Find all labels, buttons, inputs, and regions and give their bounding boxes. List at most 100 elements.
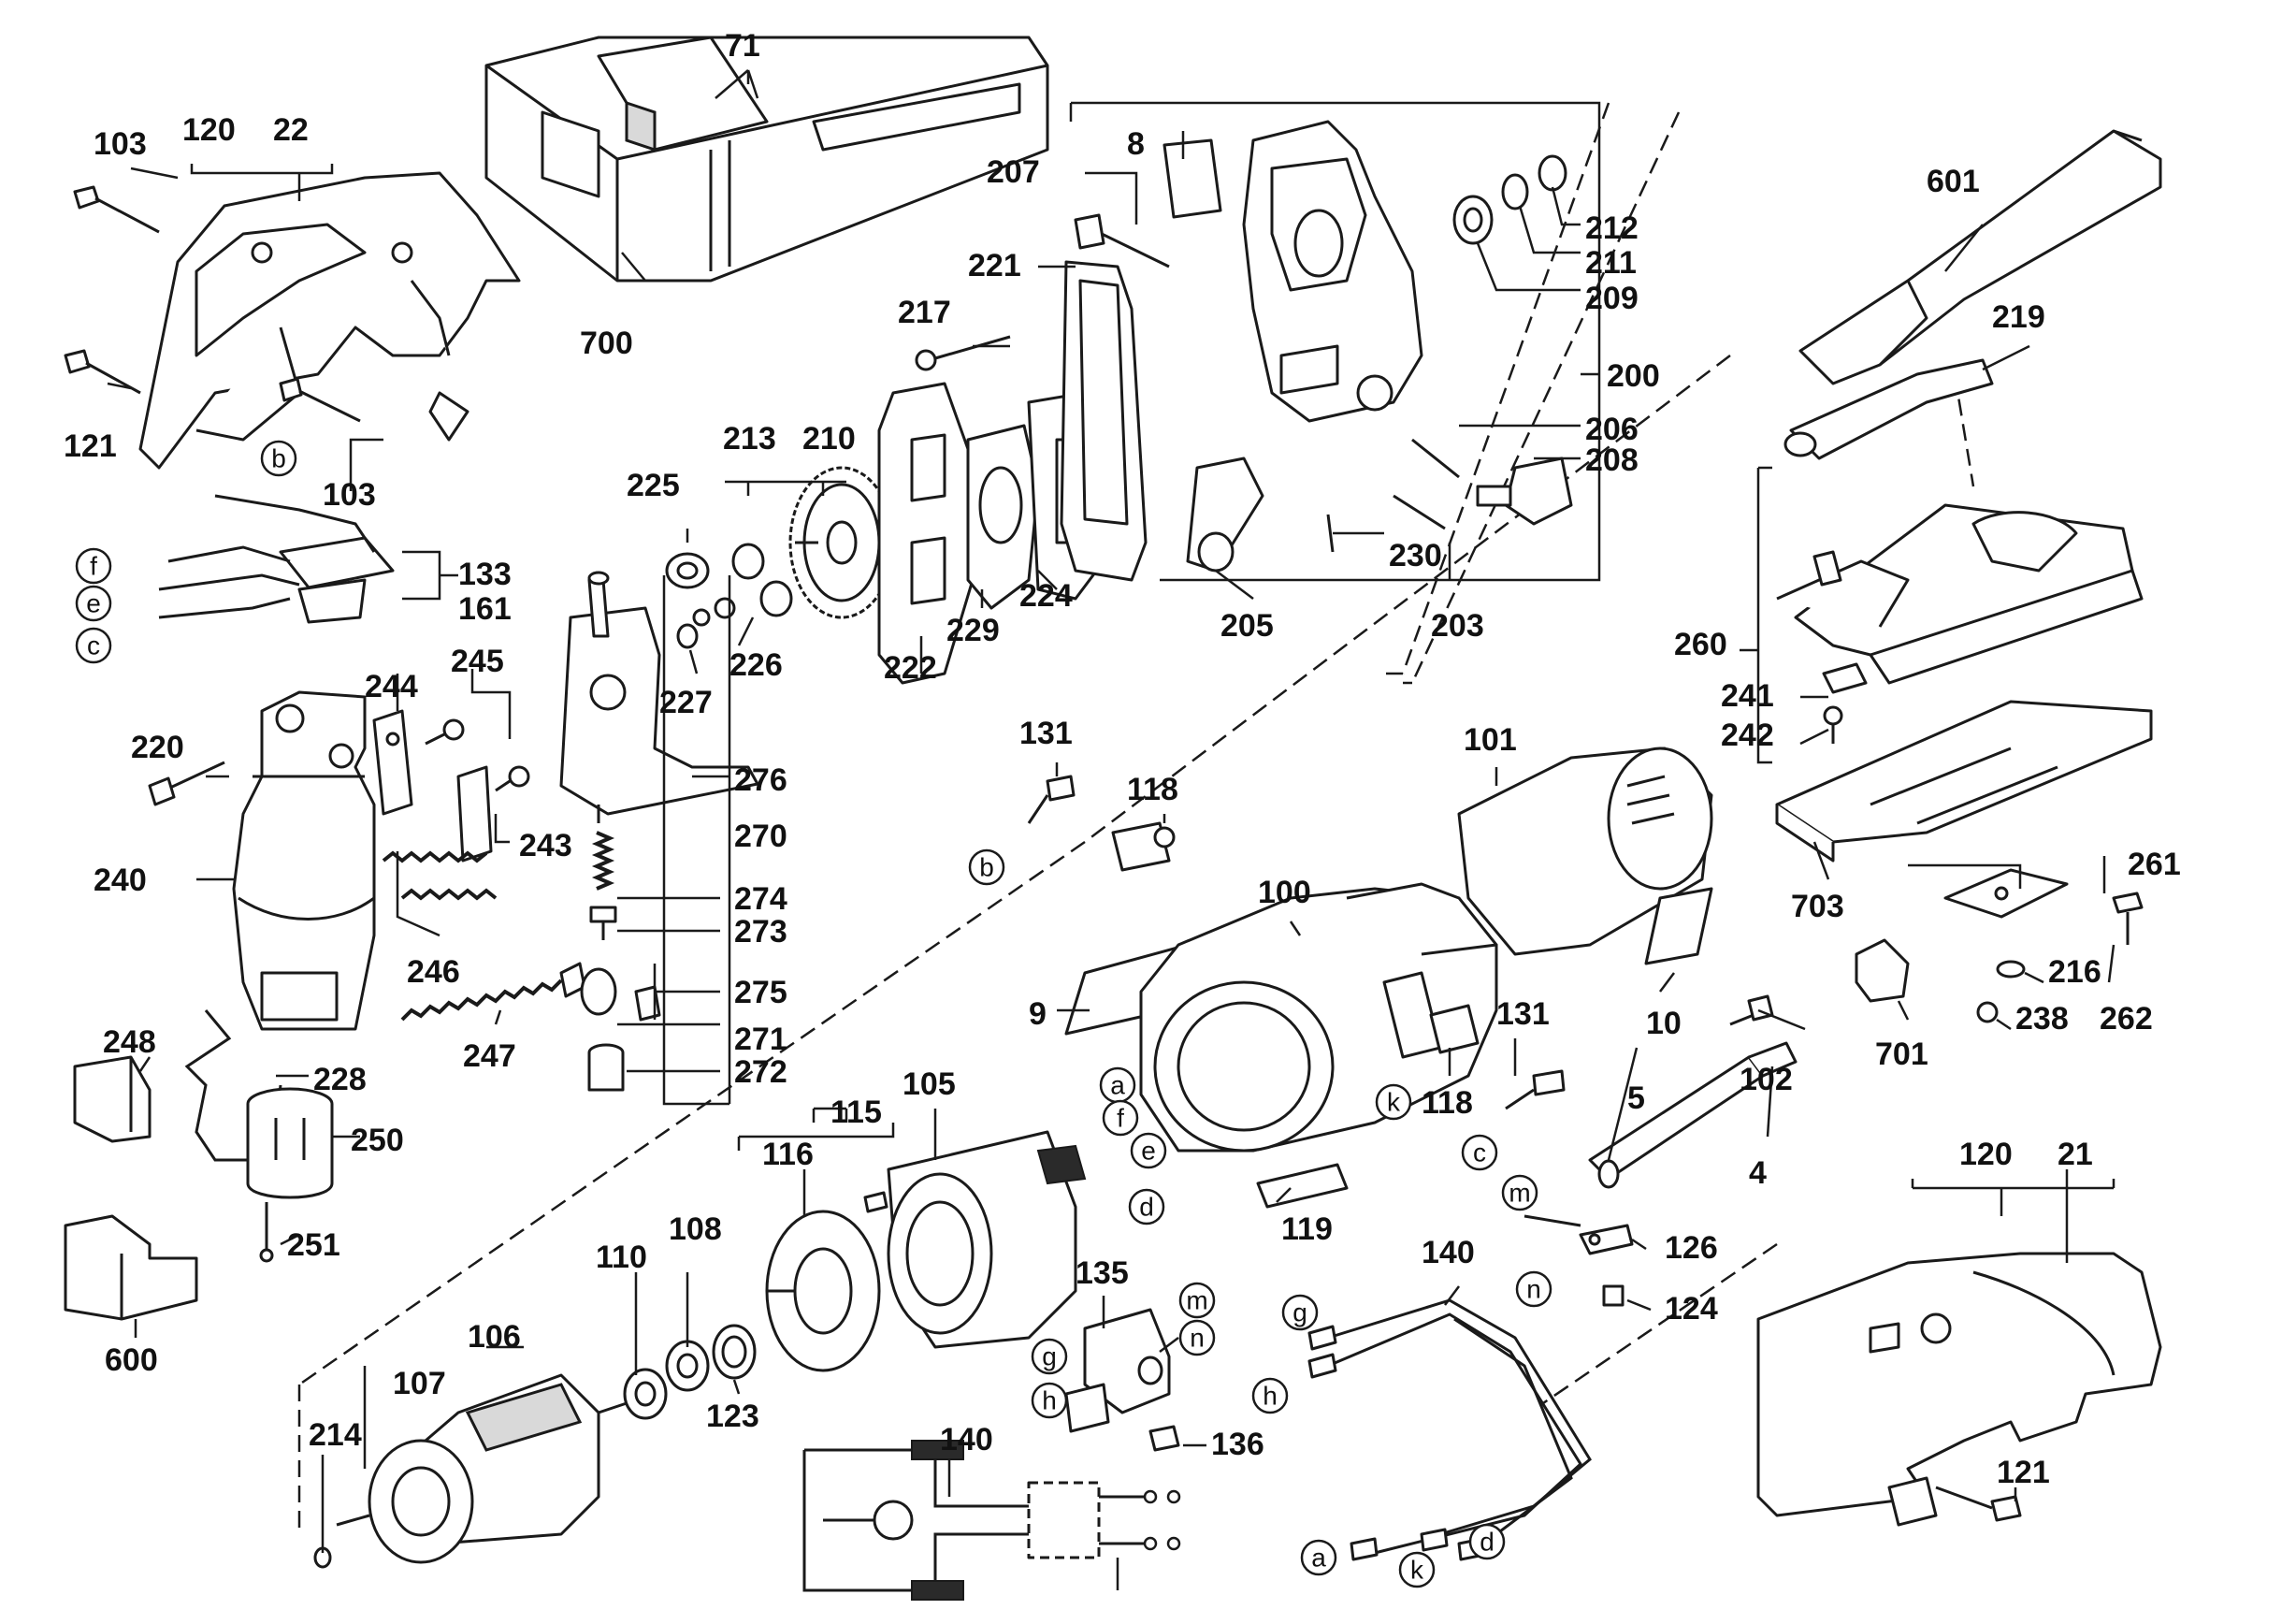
callout-214: 214 xyxy=(309,1417,362,1453)
callout-221: 221 xyxy=(968,248,1021,283)
callout-243: 243 xyxy=(519,828,572,863)
circlip-212 xyxy=(1538,154,1567,192)
callout-101: 101 xyxy=(1464,722,1517,758)
connector-d1: d xyxy=(1128,1188,1165,1225)
connector-d2-label: d xyxy=(1480,1528,1495,1557)
callout-21: 21 xyxy=(2058,1137,2093,1172)
bolt-262 xyxy=(2112,892,2144,945)
callout-119: 119 xyxy=(1281,1211,1333,1247)
screw-217 xyxy=(915,335,1011,371)
callout-205: 205 xyxy=(1220,608,1274,644)
connector-h2-label: h xyxy=(1263,1382,1278,1411)
callout-225: 225 xyxy=(627,468,680,503)
callout-212: 212 xyxy=(1585,210,1639,246)
connector-a2: a xyxy=(1300,1539,1337,1576)
retainer-123 xyxy=(712,1324,757,1380)
callout-103a: 103 xyxy=(94,126,147,162)
connector-e2: e xyxy=(1130,1132,1167,1169)
callouts: 71 103 120 22 121 103 700 8 207 221 217 … xyxy=(64,28,2181,1490)
screw-273 xyxy=(589,906,617,940)
connector-f1: f xyxy=(75,547,112,585)
callout-261: 261 xyxy=(2128,847,2181,882)
callout-227: 227 xyxy=(659,685,713,720)
pin-115 xyxy=(863,1191,888,1213)
callout-213: 213 xyxy=(723,421,776,457)
spring-274 xyxy=(591,831,615,891)
plate-244 xyxy=(372,709,413,816)
screw-238 xyxy=(1976,1001,1999,1023)
connector-g2: g xyxy=(1281,1294,1319,1331)
connector-h1: h xyxy=(1031,1382,1068,1419)
callout-270: 270 xyxy=(734,819,787,854)
callout-274: 274 xyxy=(734,881,787,917)
connector-n1: n xyxy=(1178,1319,1216,1356)
bearing-110 xyxy=(623,1368,668,1420)
callout-115: 115 xyxy=(830,1095,882,1130)
callout-262: 262 xyxy=(2100,1001,2153,1037)
callout-600: 600 xyxy=(105,1342,158,1378)
callout-276: 276 xyxy=(734,762,787,798)
connector-g1: g xyxy=(1031,1338,1068,1375)
motor-cover-101 xyxy=(1457,747,1713,956)
connector-m1-label: m xyxy=(1186,1286,1207,1315)
connector-e1-label: e xyxy=(86,589,101,618)
callout-103b: 103 xyxy=(323,477,376,513)
callout-245: 245 xyxy=(451,644,504,679)
bearing-209 xyxy=(1452,195,1494,245)
callout-161: 161 xyxy=(458,591,512,627)
connector-c2-label: c xyxy=(1473,1138,1486,1167)
plate-229 xyxy=(966,424,1040,610)
connector-e1: e xyxy=(75,585,112,622)
switch-161 xyxy=(158,494,395,624)
connector-f2-label: f xyxy=(1117,1104,1124,1133)
callout-210: 210 xyxy=(802,421,856,457)
connector-b1: b xyxy=(260,440,297,477)
callout-10: 10 xyxy=(1646,1006,1682,1041)
callout-140a: 140 xyxy=(1422,1235,1475,1270)
connector-k2: k xyxy=(1398,1551,1436,1588)
callout-135: 135 xyxy=(1076,1255,1129,1291)
bearing-108 xyxy=(665,1340,710,1392)
harness-140 xyxy=(1307,1298,1592,1561)
callout-71: 71 xyxy=(725,28,760,64)
stroke-rod-assembly-270 xyxy=(559,571,759,823)
connector-b2-label: b xyxy=(979,853,994,882)
connector-c1-label: c xyxy=(87,631,100,660)
gasket-221 xyxy=(1060,260,1148,582)
label-10 xyxy=(1644,887,1713,965)
connector-c2: c xyxy=(1461,1134,1498,1171)
plate-243 xyxy=(456,765,493,863)
cord-sleeve-5 xyxy=(1597,1159,1620,1189)
connector-b2: b xyxy=(968,848,1005,886)
spring-247 xyxy=(400,979,563,1022)
carrying-case-700 xyxy=(484,36,1049,283)
callout-242: 242 xyxy=(1721,718,1774,753)
connector-f1-label: f xyxy=(90,552,97,581)
assembly-guide-lines xyxy=(297,102,1975,1534)
screw-242-241 xyxy=(1822,662,1868,744)
clamp-parts-275 xyxy=(559,962,661,1022)
callout-200: 200 xyxy=(1607,358,1660,394)
callout-107: 107 xyxy=(393,1366,446,1401)
brush-131a xyxy=(1027,775,1076,824)
pins-206-230-203 xyxy=(1326,438,1460,553)
sleeve-250 xyxy=(246,1087,334,1199)
leader-lines xyxy=(107,69,2115,1553)
callout-123: 123 xyxy=(706,1399,759,1434)
screw-136 xyxy=(1148,1425,1180,1452)
springs-246 xyxy=(382,850,498,901)
callout-701: 701 xyxy=(1875,1037,1928,1072)
holder-701 xyxy=(1855,938,1910,1003)
clip-248 xyxy=(73,1055,152,1143)
callout-222: 222 xyxy=(884,650,937,686)
housing-half-22 xyxy=(138,171,521,470)
callout-8: 8 xyxy=(1127,126,1145,162)
callout-247: 247 xyxy=(463,1038,516,1074)
connector-h1-label: h xyxy=(1042,1386,1057,1415)
callout-136: 136 xyxy=(1211,1427,1264,1462)
ring-116 xyxy=(765,1210,881,1372)
gear-case-200 xyxy=(1242,120,1423,423)
bearings-226 xyxy=(692,543,793,627)
brush-holder-118a xyxy=(1111,821,1176,872)
